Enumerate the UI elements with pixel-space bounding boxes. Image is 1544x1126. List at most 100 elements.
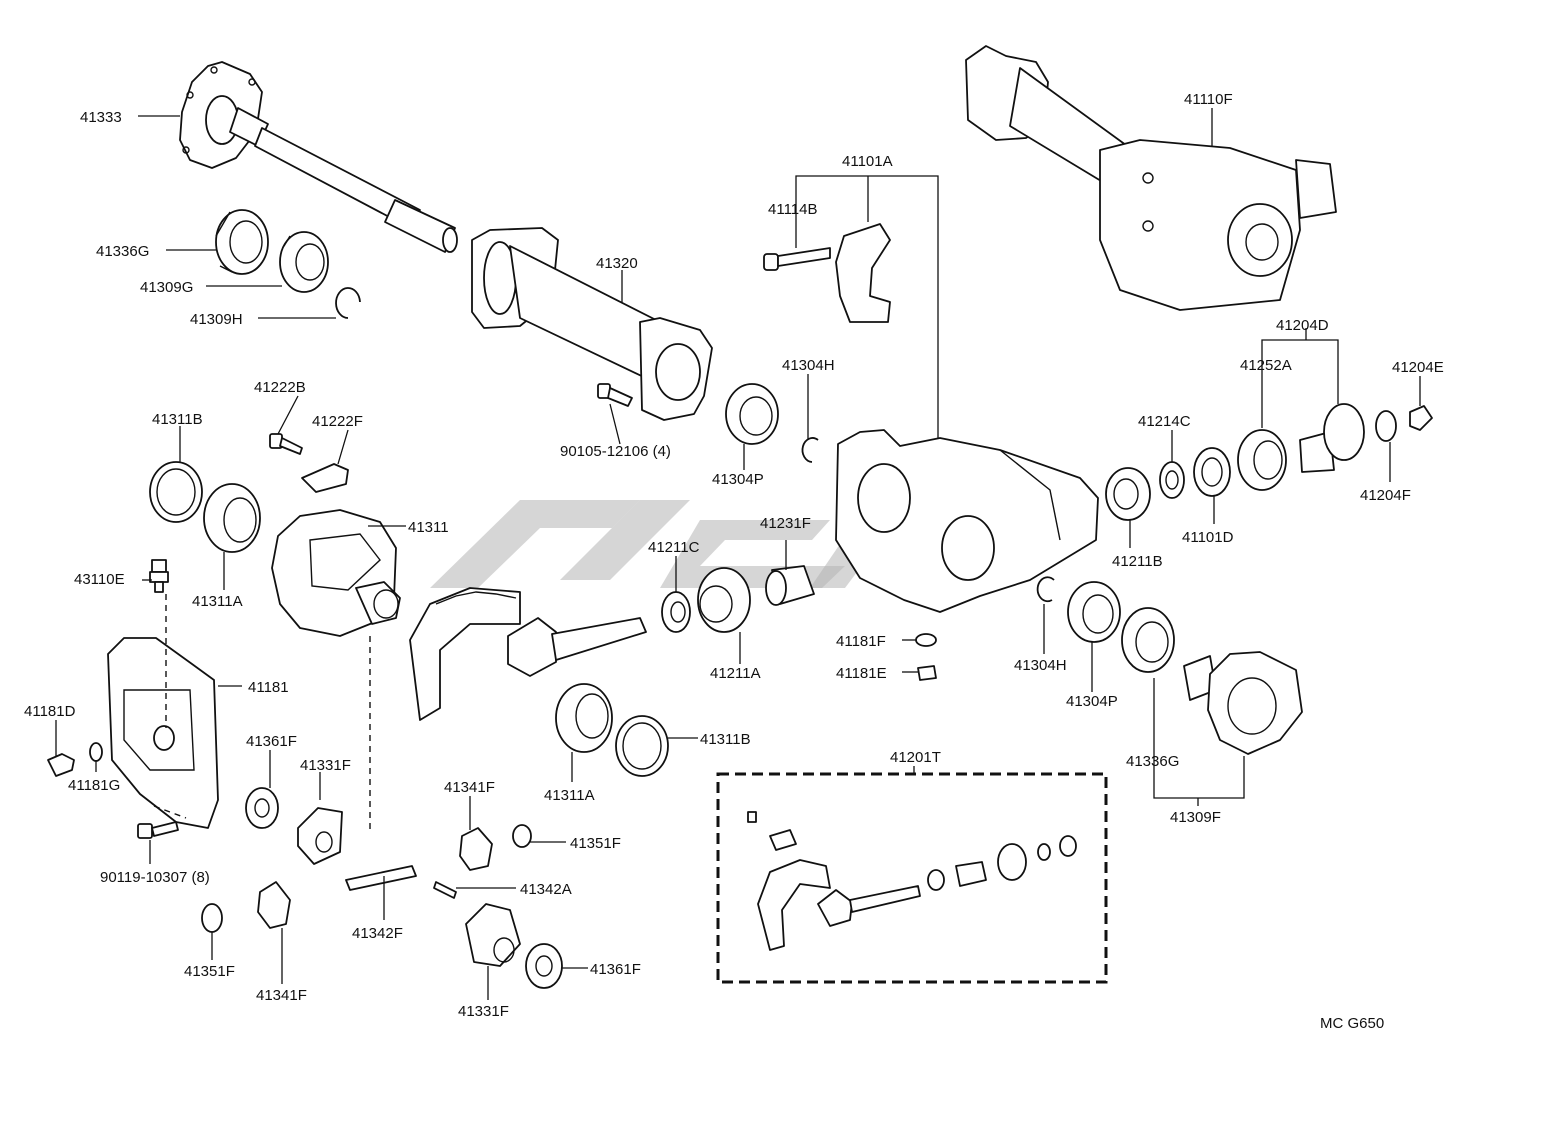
part-43110E-breather-plug bbox=[149, 559, 169, 593]
part-41311B-washer-lower bbox=[615, 715, 669, 777]
part-41309H-snap-ring bbox=[335, 287, 361, 319]
part-41304P-oil-seal-lower bbox=[1067, 581, 1121, 643]
label-41304H-lower: 41304H bbox=[1014, 657, 1067, 674]
part-41114B-bolt bbox=[763, 247, 831, 271]
label-41101D: 41101D bbox=[1182, 529, 1234, 546]
part-41311A-bearing-lower bbox=[555, 683, 613, 753]
part-41342A-pin bbox=[433, 881, 457, 899]
part-41101A-carrier-case bbox=[835, 429, 1099, 613]
label-41341F-left: 41341F bbox=[256, 987, 307, 1004]
label-41181F: 41181F bbox=[836, 633, 886, 650]
part-41331F-side-gear-lower bbox=[465, 903, 521, 967]
part-41181E-plug bbox=[917, 665, 937, 681]
part-90119-10307-bolt bbox=[137, 821, 179, 839]
part-41320-axle-tube bbox=[471, 227, 713, 421]
label-41304P-lower: 41304P bbox=[1066, 693, 1118, 710]
part-41311B-washer-upper bbox=[149, 461, 203, 523]
label-41320: 41320 bbox=[596, 255, 638, 272]
part-41181F-gasket bbox=[915, 633, 937, 647]
label-41309G: 41309G bbox=[140, 279, 193, 296]
part-41214C-washer bbox=[1159, 461, 1185, 499]
part-41361F-thrust-washer-left bbox=[245, 787, 279, 829]
label-41204F: 41204F bbox=[1360, 487, 1411, 504]
label-41311A-upper: 41311A bbox=[192, 593, 243, 610]
part-41222F-lock-plate bbox=[301, 463, 349, 493]
label-41214C: 41214C bbox=[1138, 413, 1191, 430]
label-41211B: 41211B bbox=[1112, 553, 1163, 570]
part-41341F-pinion-gear-left bbox=[257, 881, 291, 929]
label-41341F-mid: 41341F bbox=[444, 779, 495, 796]
part-41336G-oil-seal bbox=[215, 209, 269, 275]
part-41304P-oil-seal-upper bbox=[725, 383, 779, 445]
part-41311-differential-case bbox=[271, 509, 401, 637]
label-41222B: 41222B bbox=[254, 379, 306, 396]
label-41311B-upper: 41311B bbox=[152, 411, 203, 428]
label-41201T: 41201T bbox=[890, 749, 941, 766]
part-41181-carrier-cover bbox=[107, 637, 219, 829]
part-41304H-snap-ring-upper bbox=[801, 437, 819, 463]
label-41333: 41333 bbox=[80, 109, 122, 126]
part-41304H-snap-ring-lower bbox=[1036, 576, 1055, 603]
part-41351F-thrust-washer-left bbox=[201, 903, 223, 933]
part-41204F-washer bbox=[1375, 410, 1397, 442]
part-41211C-washer bbox=[661, 591, 691, 633]
part-41181G-gasket bbox=[89, 742, 103, 762]
part-ring-gear-and-drive-pinion bbox=[409, 587, 647, 721]
label-41311B-lower: 41311B bbox=[700, 731, 751, 748]
label-41351F-mid: 41351F bbox=[570, 835, 621, 852]
label-41311A-lower: 41311A bbox=[544, 787, 595, 804]
label-41304H-upper: 41304H bbox=[782, 357, 835, 374]
part-41101D-oil-seal bbox=[1193, 447, 1231, 497]
label-41110F: 41110F bbox=[1184, 91, 1233, 108]
part-41211A-bearing bbox=[697, 567, 751, 633]
label-41304P-upper: 41304P bbox=[712, 471, 764, 488]
label-41181D: 41181D bbox=[24, 703, 76, 720]
kit-41201T-ring-gear-set-box bbox=[716, 772, 1108, 984]
label-41336G-right: 41336G bbox=[1126, 753, 1179, 770]
label-43110E: 43110E bbox=[74, 571, 125, 588]
label-41204E: 41204E bbox=[1392, 359, 1444, 376]
label-41331F-lower: 41331F bbox=[458, 1003, 509, 1020]
label-41231F: 41231F bbox=[760, 515, 811, 532]
label-41361F-left: 41361F bbox=[246, 733, 297, 750]
label-90119-10307: 90119-10307 (8) bbox=[100, 869, 210, 886]
label-41204D: 41204D bbox=[1276, 317, 1329, 334]
label-41361F-lower: 41361F bbox=[590, 961, 641, 978]
leader-lines bbox=[55, 108, 1421, 1000]
part-41211B-bearing bbox=[1105, 467, 1151, 521]
label-41336G: 41336G bbox=[96, 243, 149, 260]
label-41114B: 41114B bbox=[768, 201, 818, 218]
part-41181D-drain-plug bbox=[47, 753, 75, 777]
part-41309G-bearing bbox=[279, 231, 329, 293]
label-41252A: 41252A bbox=[1240, 357, 1292, 374]
part-41361F-thrust-washer-lower bbox=[525, 943, 563, 989]
label-41331F-left: 41331F bbox=[300, 757, 351, 774]
label-90105-12106: 90105-12106 (4) bbox=[560, 443, 671, 460]
label-41309H: 41309H bbox=[190, 311, 243, 328]
label-41222F: 41222F bbox=[312, 413, 363, 430]
part-41333-axle-shaft bbox=[179, 61, 458, 253]
part-41110F-differential-carrier-assembly bbox=[965, 45, 1337, 311]
part-41204E-nut bbox=[1409, 405, 1433, 431]
label-41211A: 41211A bbox=[710, 665, 761, 682]
part-41336G-oil-seal-right bbox=[1121, 607, 1175, 673]
label-41101A: 41101A bbox=[842, 153, 893, 170]
part-41351F-thrust-washer-mid bbox=[512, 824, 532, 848]
label-41311: 41311 bbox=[408, 519, 449, 536]
part-41311A-bearing-upper bbox=[203, 483, 261, 553]
part-41101A-bearing-cap bbox=[835, 223, 891, 323]
label-41342A: 41342A bbox=[520, 881, 572, 898]
part-41331F-side-gear-left bbox=[297, 807, 343, 865]
part-90105-12106-bolt bbox=[597, 383, 633, 407]
label-41181G: 41181G bbox=[68, 777, 120, 794]
label-41342F: 41342F bbox=[352, 925, 403, 942]
part-41309F-axle-flange bbox=[1183, 651, 1303, 755]
label-41351F-left: 41351F bbox=[184, 963, 235, 980]
part-41231F-spacer bbox=[765, 565, 815, 606]
part-41341F-pinion-gear-mid bbox=[459, 827, 493, 871]
part-41222B-bolt bbox=[269, 433, 303, 455]
label-41181E: 41181E bbox=[836, 665, 887, 682]
label-41309F: 41309F bbox=[1170, 809, 1221, 826]
part-41204D-companion-flange bbox=[1299, 403, 1365, 473]
